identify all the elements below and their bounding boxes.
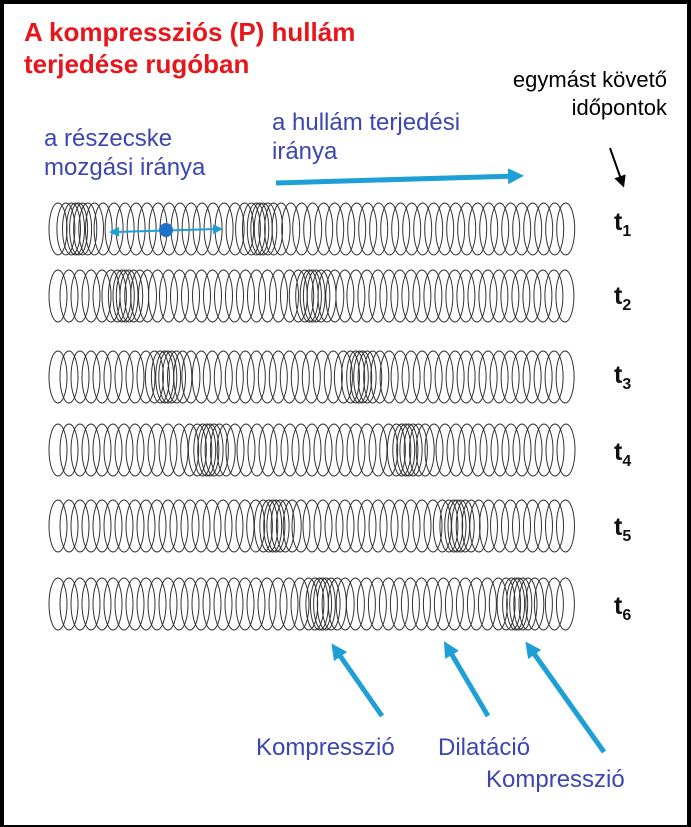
particle-dot: [159, 223, 173, 237]
particle-motion-arrow: [114, 223, 218, 237]
spring-t5: [49, 500, 575, 552]
springs-group: [49, 203, 575, 630]
wave-direction-arrow: [276, 176, 516, 183]
spring-t1: [49, 203, 575, 255]
spring-t3: [49, 351, 574, 403]
spring-t2: [49, 270, 574, 322]
compression-arrow-1: [336, 650, 382, 716]
spring-t4: [49, 424, 575, 476]
dilatation-arrow: [448, 648, 488, 716]
spring-t6: [49, 578, 574, 630]
compression-arrow-2: [530, 648, 604, 752]
time-pointer-arrow: [610, 148, 622, 182]
